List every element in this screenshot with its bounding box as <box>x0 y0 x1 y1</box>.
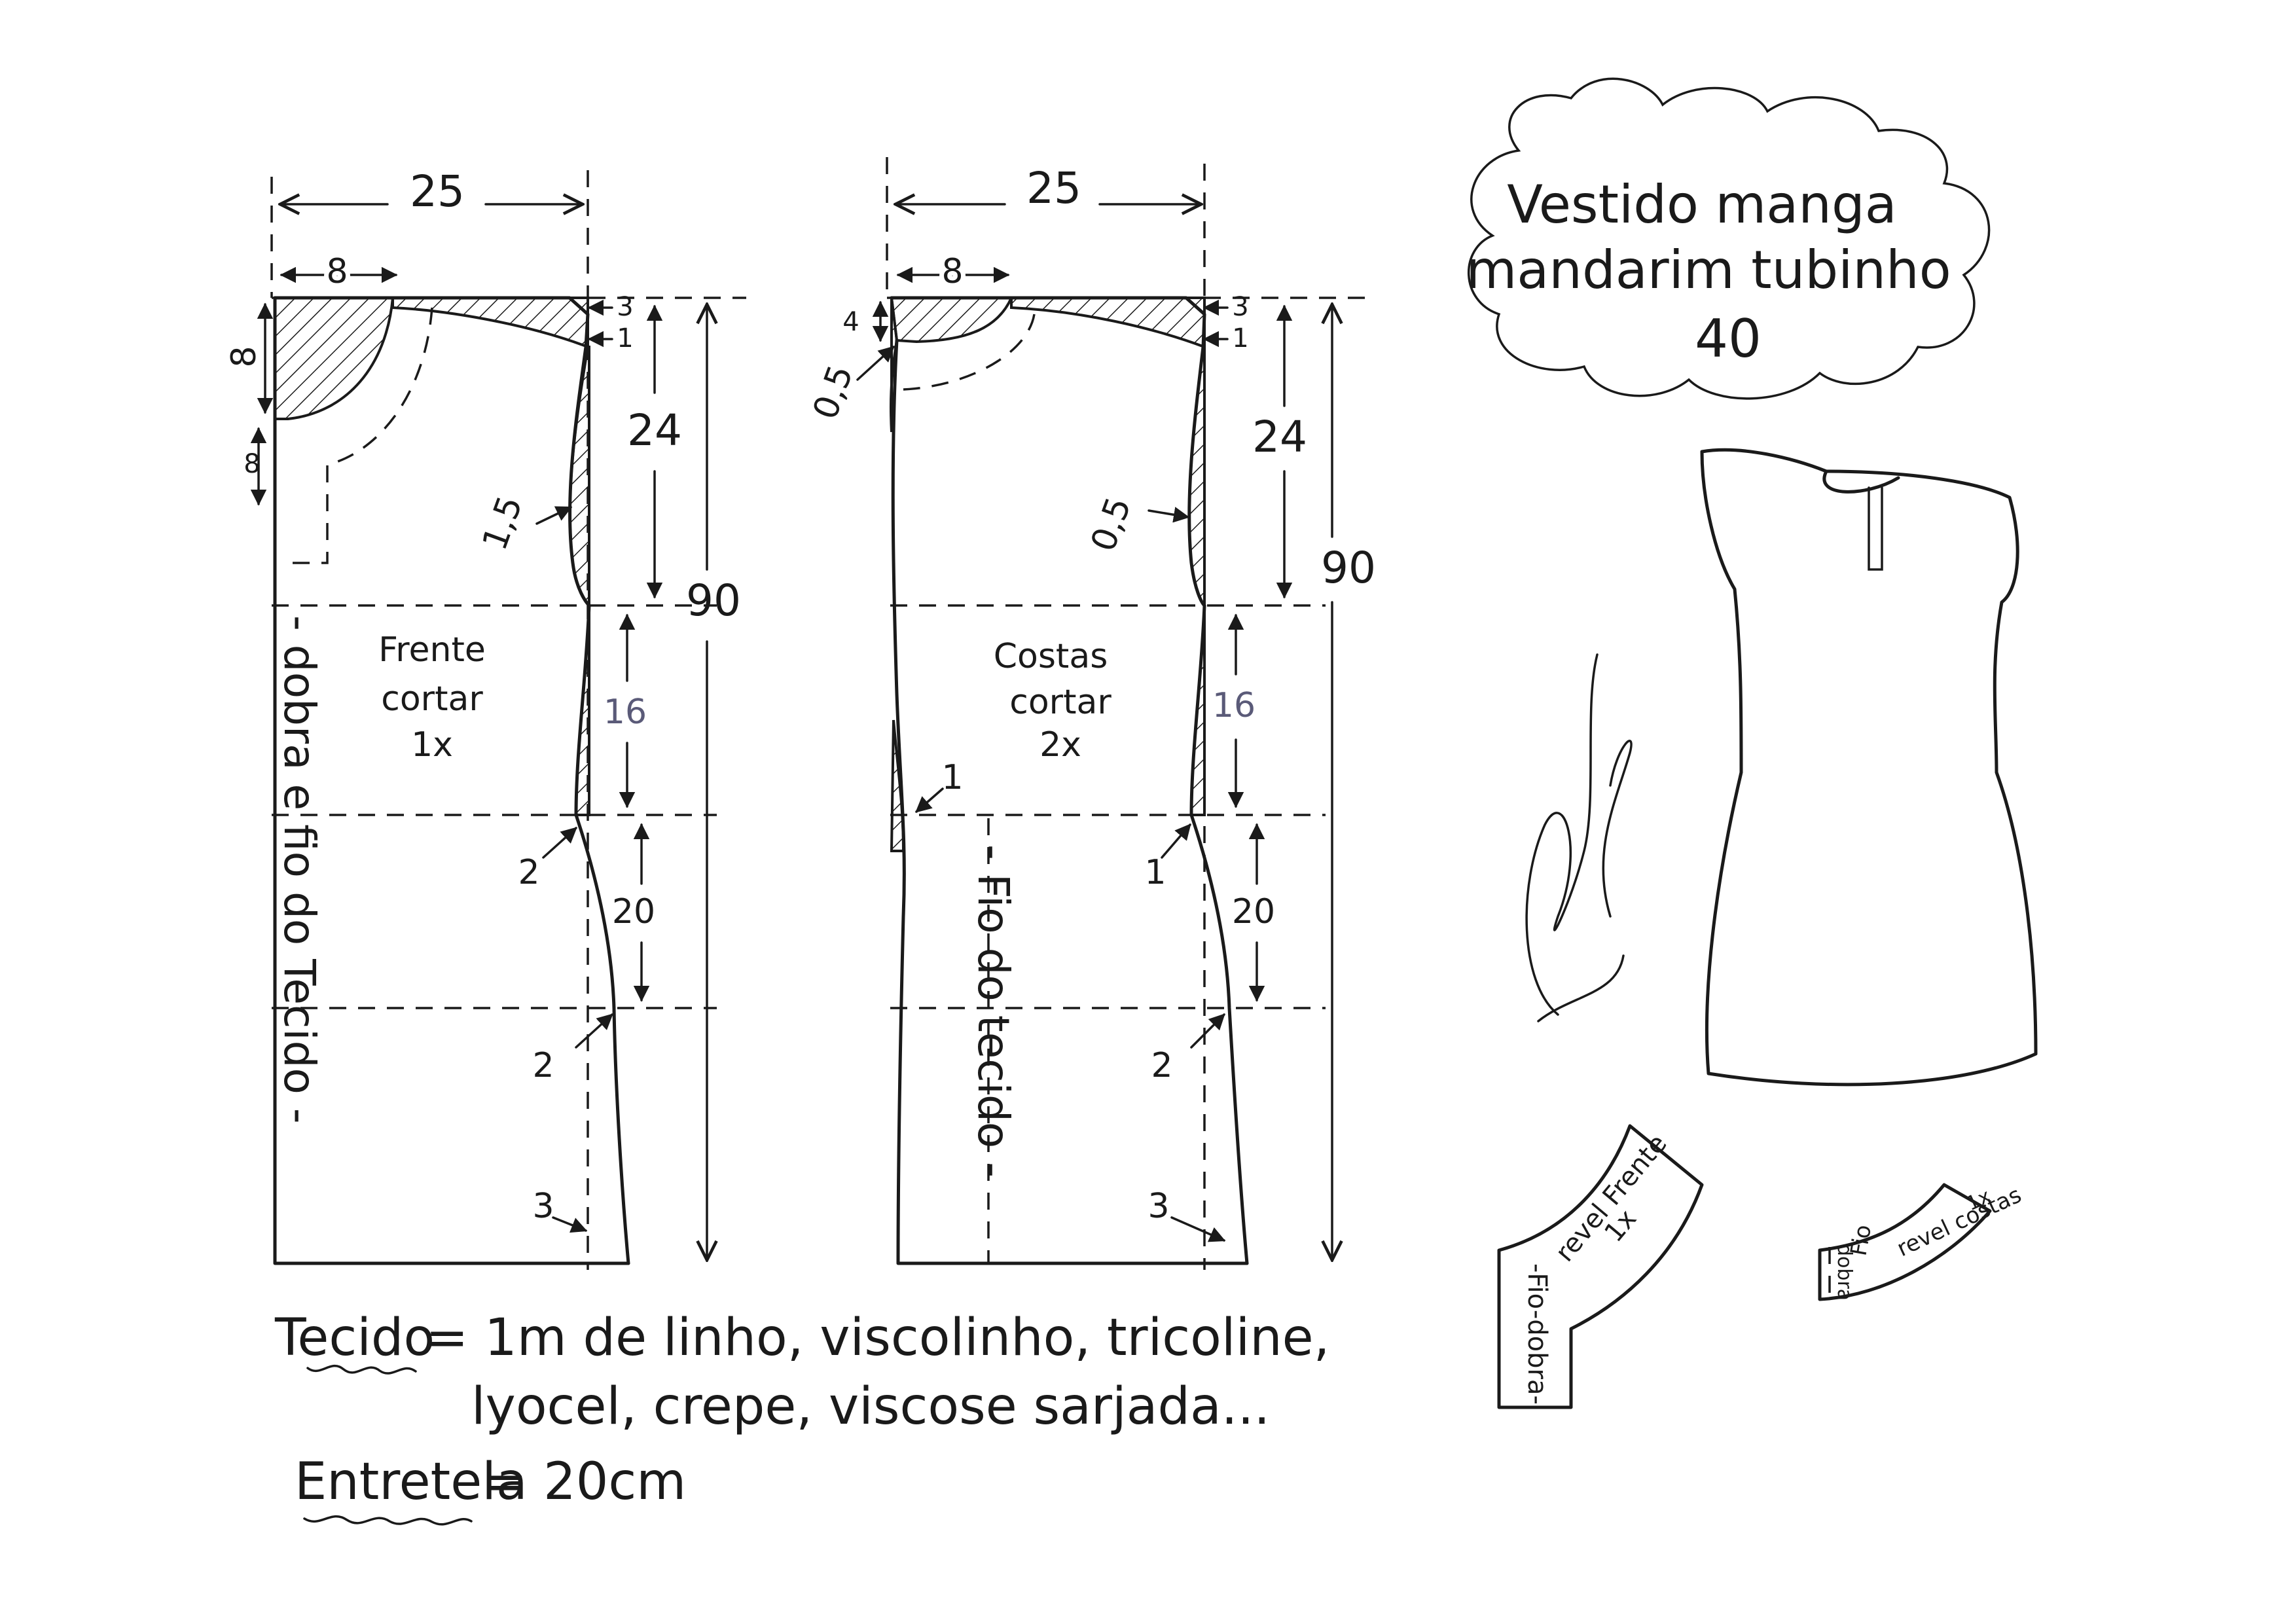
front-shoulder-adjust-label: 1 <box>617 323 633 353</box>
dress-placket-slit <box>1868 486 1883 571</box>
back-hem-shaping-arrow <box>1170 1216 1226 1242</box>
back-shoulder-drop-label: 3 <box>1232 292 1248 322</box>
materials-note: Tecido = 1m de linho, viscolinho, tricol… <box>274 1308 1329 1526</box>
front-length-label: 90 <box>686 575 741 626</box>
front-neck-depth-label: 8 <box>225 346 264 367</box>
back-center-waist-arrow <box>915 787 944 813</box>
back-facing-fold-label: dobra <box>1833 1244 1856 1301</box>
interfacing-label: Entretela <box>295 1453 528 1511</box>
back-shoulder-hatch <box>1010 297 1206 349</box>
back-facing-outline-shape <box>1818 1183 1992 1301</box>
front-hip-shaping-arrow <box>575 1013 613 1049</box>
front-waist-hatch <box>574 605 590 816</box>
fabric-underline <box>306 1364 417 1375</box>
interfacing-value: = 20cm <box>484 1453 686 1511</box>
front-waist-shaping-label: 2 <box>518 853 539 892</box>
front-facing-outline <box>281 307 433 564</box>
front-facing-depth-label: 8 <box>244 449 260 479</box>
back-center-top-hatch <box>889 297 899 433</box>
title-cloud-outline <box>1467 77 1991 400</box>
back-center-waist-label: 1 <box>941 758 963 797</box>
back-center-waist-hatch <box>890 719 905 852</box>
front-shoulder-drop-label: 3 <box>617 292 633 322</box>
back-neckline-hatch <box>890 297 1014 344</box>
dress-illustration <box>1700 448 2038 1087</box>
front-cut-line2: 1x <box>411 725 453 765</box>
front-piece-name: Frente <box>378 630 486 670</box>
fabric-line1: = 1m de linho, viscolinho, tricoline, <box>425 1308 1329 1367</box>
front-hem-shaping-label: 3 <box>532 1187 554 1226</box>
back-width-label: 25 <box>1026 163 1081 213</box>
front-facing-fold-label: -Fio-dobra- <box>1522 1263 1552 1405</box>
front-waist-shaping-arrow <box>542 827 577 859</box>
back-grain-note: - Fio do tecido - <box>968 844 1019 1178</box>
back-armhole-hatch <box>1187 346 1206 609</box>
back-hip-shaping-label: 2 <box>1151 1046 1172 1085</box>
title-cloud: Vestido manga mandarim tubinho 40 <box>1466 77 1991 400</box>
front-fold-and-hem <box>273 296 630 1265</box>
back-hip-shaping-arrow <box>1190 1013 1225 1049</box>
back-neck-width-label: 8 <box>941 252 963 291</box>
fabric-line2: lyocel, crepe, viscose sarjada... <box>471 1377 1270 1436</box>
front-neckline-hatch <box>274 297 395 420</box>
dress-neckline <box>1822 469 1900 494</box>
back-waist-shaping-arrow <box>1161 823 1191 859</box>
back-waist-section-label: 16 <box>1212 686 1256 725</box>
front-hem-shaping-arrow <box>552 1216 588 1233</box>
back-center-adjust-arrow <box>856 346 895 381</box>
front-hip-shaping-label: 2 <box>532 1046 554 1085</box>
back-facing-piece: dobra Fio revel costas 1x <box>1818 1182 2025 1301</box>
back-facing-outline <box>903 314 1036 391</box>
title-line2: mandarim tubinho <box>1466 240 1951 300</box>
front-width-label: 25 <box>410 166 465 217</box>
back-shoulder-adjust-label: 1 <box>1232 323 1248 353</box>
front-armhole-adjust-label: 1,5 <box>475 491 531 555</box>
front-fold-note: - dobra e fio do Tecido - <box>274 615 325 1124</box>
front-pattern-piece: 25 8 8 8 3 1 1,5 24 90 16 20 2 2 <box>225 166 746 1270</box>
front-armhole-adjust-arrow <box>535 506 573 525</box>
back-cut-line1: cortar <box>1009 683 1111 722</box>
front-facing-label: revel Frente <box>1549 1128 1672 1267</box>
signature-scribble <box>1525 653 1633 1022</box>
title-line1: Vestido manga <box>1507 174 1897 235</box>
back-center-adjust-label: 0,5 <box>806 360 861 424</box>
front-facing-piece: -Fio-dobra- revel Frente 1x <box>1497 1124 1704 1409</box>
back-length-label: 90 <box>1321 543 1376 593</box>
front-shoulder-hatch <box>391 297 589 349</box>
front-facing-outline-shape <box>1497 1124 1704 1409</box>
front-neck-width-label: 8 <box>326 252 348 291</box>
back-armhole-depth-label: 24 <box>1252 412 1307 462</box>
signature <box>1525 653 1633 1022</box>
back-armhole-adjust-arrow <box>1148 507 1190 523</box>
front-armhole-hatch <box>568 346 590 609</box>
back-facing-grain-label: Fio <box>1845 1223 1877 1258</box>
front-hip-section-label: 20 <box>612 892 655 931</box>
back-hem-shaping-label: 3 <box>1148 1187 1169 1226</box>
back-armhole-adjust-label: 0,5 <box>1083 492 1139 556</box>
front-cut-line1: cortar <box>381 679 483 719</box>
back-neck-depth-label: 4 <box>842 307 859 337</box>
back-cut-line2: 2x <box>1039 725 1081 765</box>
title-size: 40 <box>1695 308 1762 369</box>
back-piece-name: Costas <box>994 637 1108 676</box>
fabric-label: Tecido <box>274 1308 435 1367</box>
back-waist-hatch <box>1189 605 1206 816</box>
interfacing-underline <box>303 1515 473 1526</box>
dress-outline <box>1700 448 2038 1087</box>
back-hip-section-label: 20 <box>1232 892 1275 931</box>
back-waist-shaping-label: 1 <box>1144 853 1166 892</box>
front-waist-section-label: 16 <box>604 693 647 732</box>
back-pattern-piece: 25 8 4 0,5 3 1 0,5 24 90 16 20 1 1 2 3 C <box>806 157 1376 1270</box>
front-armhole-depth-label: 24 <box>627 405 682 456</box>
